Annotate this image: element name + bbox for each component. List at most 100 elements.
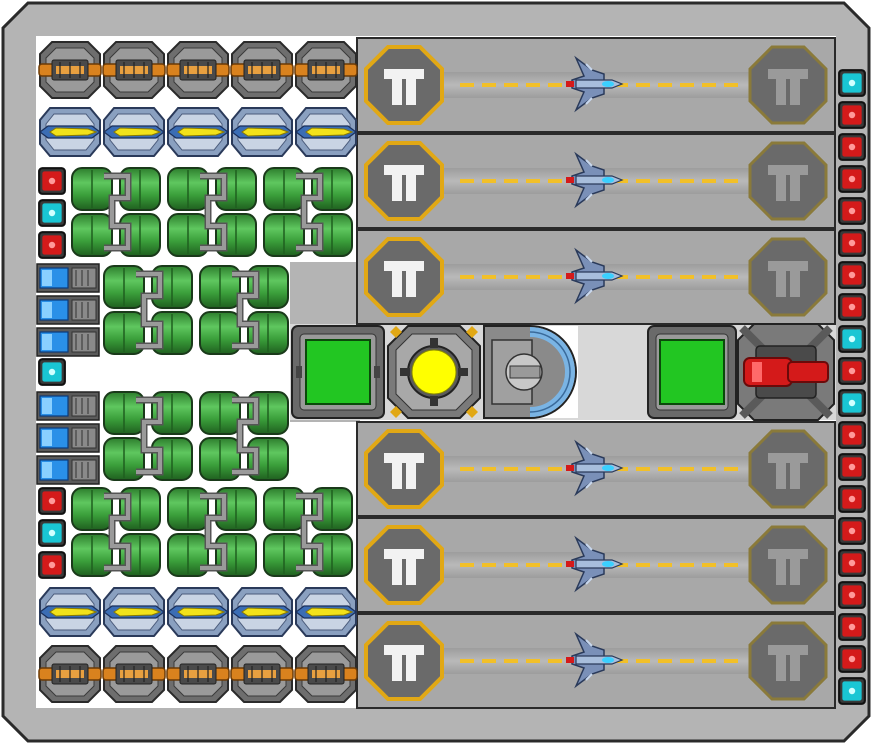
runway-dash — [526, 83, 540, 87]
missile-launcher-icon[interactable] — [167, 107, 229, 157]
exit-gate-icon[interactable] — [748, 141, 828, 221]
cyan-light-icon[interactable] — [838, 69, 866, 97]
red-light-icon[interactable] — [38, 231, 66, 259]
cannon-turret-icon[interactable] — [102, 41, 166, 99]
runway-dash — [724, 83, 738, 87]
missile-launcher-icon[interactable] — [295, 587, 357, 637]
cannon-turret-icon[interactable] — [230, 41, 294, 99]
red-light-icon[interactable] — [838, 261, 866, 289]
landing-pad-icon[interactable] — [364, 429, 444, 509]
battery-cell-icon[interactable] — [36, 263, 100, 293]
cannon-turret-icon[interactable] — [230, 645, 294, 703]
missile-launcher-icon[interactable] — [231, 107, 293, 157]
missile-launcher-icon[interactable] — [39, 107, 101, 157]
red-light-icon[interactable] — [38, 167, 66, 195]
battery-cell-icon[interactable] — [36, 455, 100, 485]
runway-dash — [658, 659, 672, 663]
runway-dash — [460, 563, 474, 567]
red-light-icon[interactable] — [838, 453, 866, 481]
landing-pad-icon[interactable] — [364, 525, 444, 605]
missile-launcher-icon[interactable] — [231, 587, 293, 637]
runway-dash — [702, 179, 716, 183]
red-light-icon[interactable] — [838, 485, 866, 513]
exit-gate-icon[interactable] — [748, 45, 828, 125]
red-light-icon[interactable] — [838, 293, 866, 321]
runway-dash — [504, 83, 518, 87]
reactor-core-icon[interactable] — [387, 325, 481, 419]
landing-pad-icon[interactable] — [364, 45, 444, 125]
runway-dash — [460, 83, 474, 87]
red-light-icon[interactable] — [838, 581, 866, 609]
red-turret-icon[interactable] — [737, 323, 835, 421]
cyan-light-icon[interactable] — [38, 358, 66, 386]
cannon-turret-icon[interactable] — [166, 41, 230, 99]
cannon-turret-icon[interactable] — [38, 41, 102, 99]
hangar-bay[interactable] — [356, 37, 836, 133]
cyan-light-icon[interactable] — [38, 199, 66, 227]
cannon-turret-icon[interactable] — [102, 645, 166, 703]
missile-launcher-icon[interactable] — [103, 107, 165, 157]
runway-dash — [460, 179, 474, 183]
cyan-light-icon[interactable] — [38, 519, 66, 547]
red-light-icon[interactable] — [838, 517, 866, 545]
exit-gate-icon[interactable] — [748, 237, 828, 317]
cannon-turret-icon[interactable] — [294, 645, 358, 703]
landing-pad-icon[interactable] — [364, 237, 444, 317]
exit-gate-icon[interactable] — [748, 525, 828, 605]
runway-dash — [636, 467, 650, 471]
battery-cell-icon[interactable] — [36, 327, 100, 357]
cyan-light-icon[interactable] — [838, 325, 866, 353]
cyan-light-icon[interactable] — [838, 677, 866, 705]
cargo-crate-icon[interactable] — [291, 325, 385, 419]
cannon-turret-icon[interactable] — [166, 645, 230, 703]
red-light-icon[interactable] — [838, 421, 866, 449]
missile-launcher-icon[interactable] — [167, 587, 229, 637]
runway-dash — [658, 83, 672, 87]
runway-dash — [548, 659, 562, 663]
red-light-icon[interactable] — [838, 229, 866, 257]
shield-dome-icon[interactable] — [483, 325, 578, 419]
hangar-bays — [356, 37, 836, 709]
red-light-icon[interactable] — [38, 551, 66, 579]
red-light-icon[interactable] — [838, 613, 866, 641]
runway-dash — [482, 179, 496, 183]
red-light-icon[interactable] — [838, 165, 866, 193]
red-light-icon[interactable] — [838, 549, 866, 577]
runway-dash — [658, 563, 672, 567]
battery-cell-icon[interactable] — [36, 391, 100, 421]
red-light-icon[interactable] — [38, 487, 66, 515]
runway-dash — [548, 83, 562, 87]
landing-pad-icon[interactable] — [364, 141, 444, 221]
runway-dash — [504, 275, 518, 279]
red-light-icon[interactable] — [838, 197, 866, 225]
hangar-bay[interactable] — [356, 613, 836, 709]
runway-dash — [724, 467, 738, 471]
runway-dash — [680, 275, 694, 279]
hangar-bay[interactable] — [356, 133, 836, 229]
red-light-icon[interactable] — [838, 645, 866, 673]
hangar-bay[interactable] — [356, 421, 836, 517]
runway-dash — [680, 83, 694, 87]
runway-dash — [482, 275, 496, 279]
missile-launcher-icon[interactable] — [39, 587, 101, 637]
battery-cell-icon[interactable] — [36, 423, 100, 453]
cargo-crate-icon[interactable] — [647, 325, 737, 419]
red-light-icon[interactable] — [838, 101, 866, 129]
runway-dash — [548, 563, 562, 567]
battery-cell-icon[interactable] — [36, 295, 100, 325]
missile-launcher-icon[interactable] — [103, 587, 165, 637]
center-module-row — [291, 323, 835, 421]
hangar-bay[interactable] — [356, 229, 836, 325]
red-light-icon[interactable] — [838, 357, 866, 385]
landing-pad-icon[interactable] — [364, 621, 444, 701]
runway-dash — [548, 467, 562, 471]
red-light-icon[interactable] — [838, 133, 866, 161]
missile-launcher-icon[interactable] — [295, 107, 357, 157]
hangar-bay[interactable] — [356, 517, 836, 613]
cyan-light-icon[interactable] — [838, 389, 866, 417]
cannon-turret-icon[interactable] — [294, 41, 358, 99]
cannon-turret-icon[interactable] — [38, 645, 102, 703]
exit-gate-icon[interactable] — [748, 429, 828, 509]
exit-gate-icon[interactable] — [748, 621, 828, 701]
